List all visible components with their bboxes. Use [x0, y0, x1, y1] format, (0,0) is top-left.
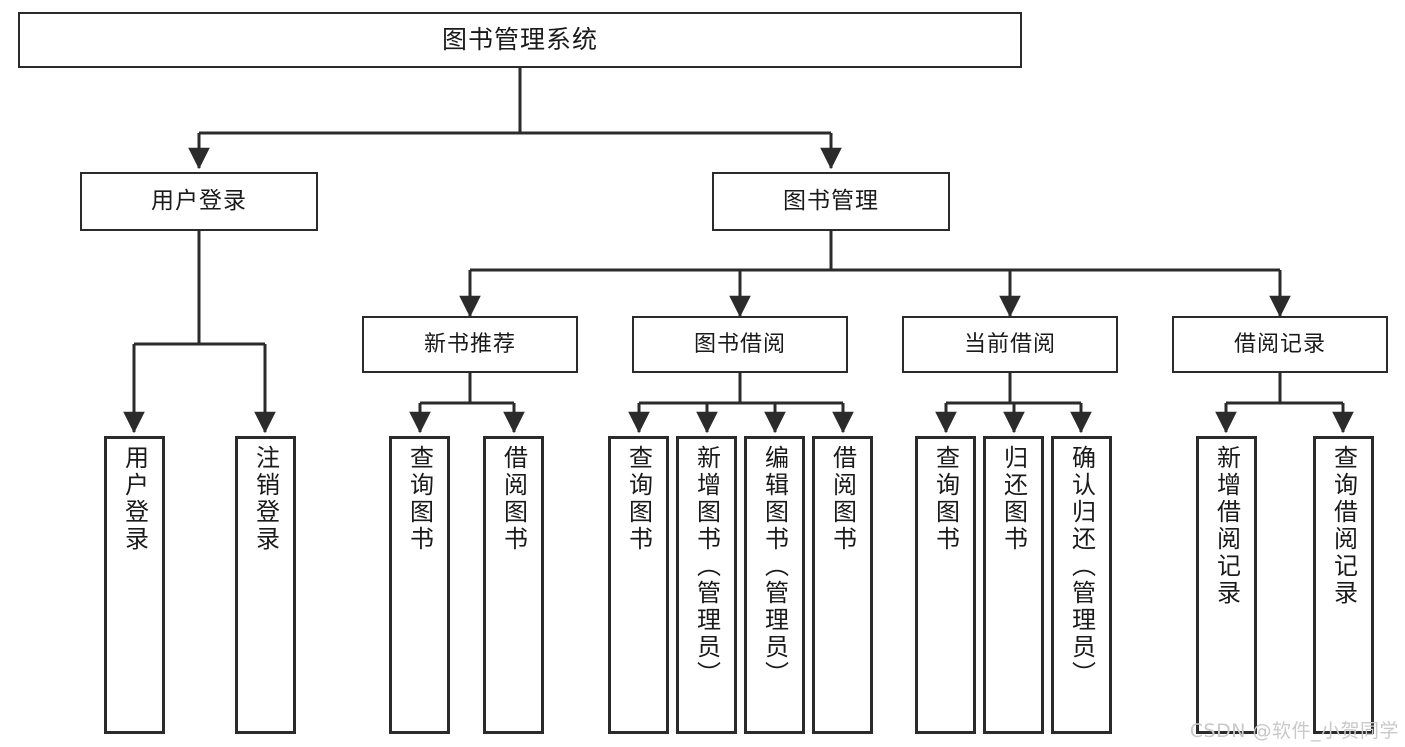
- node-current-borrow-label: 当前借阅: [963, 331, 1056, 357]
- node-new-book-recommend[interactable]: 新书推荐: [362, 316, 578, 373]
- leaf-book-borrow-0[interactable]: 查询图书: [608, 436, 669, 734]
- node-borrow-record-label: 借阅记录: [1233, 331, 1326, 357]
- leaf-user-login-0-label: 用户登录: [120, 445, 149, 553]
- node-book-borrow[interactable]: 图书借阅: [632, 316, 848, 373]
- csdn-watermark: CSDN @软件_小贺同学: [1189, 720, 1399, 742]
- leaf-book-borrow-2[interactable]: 编辑图书（管理员）: [744, 436, 805, 734]
- leaf-current-borrow-1-label: 归还图书: [999, 445, 1028, 553]
- leaf-current-borrow-1[interactable]: 归还图书: [983, 436, 1044, 734]
- leaf-user-login-1[interactable]: 注销登录: [235, 436, 296, 734]
- node-root[interactable]: 图书管理系统: [18, 12, 1022, 68]
- node-book-borrow-label: 图书借阅: [693, 331, 786, 357]
- leaf-user-login-1-label: 注销登录: [251, 445, 280, 553]
- leaf-borrow-record-0[interactable]: 新增借阅记录: [1196, 436, 1257, 734]
- leaf-book-borrow-2-label: 编辑图书（管理员）: [760, 445, 789, 688]
- leaf-user-login-0[interactable]: 用户登录: [104, 436, 165, 734]
- node-borrow-record[interactable]: 借阅记录: [1172, 316, 1388, 373]
- leaf-current-borrow-0-label: 查询图书: [931, 445, 960, 553]
- leaf-new-book-recommend-0[interactable]: 查询图书: [389, 436, 450, 734]
- node-book-manage[interactable]: 图书管理: [712, 172, 950, 231]
- leaf-borrow-record-1-label: 查询借阅记录: [1329, 445, 1358, 607]
- leaf-borrow-record-0-label: 新增借阅记录: [1212, 445, 1241, 607]
- leaf-new-book-recommend-1-label: 借阅图书: [499, 445, 528, 553]
- leaf-new-book-recommend-1[interactable]: 借阅图书: [483, 436, 544, 734]
- leaf-book-borrow-1-label: 新增图书（管理员）: [692, 445, 721, 688]
- leaf-book-borrow-3-label: 借阅图书: [828, 445, 857, 553]
- node-root-label: 图书管理系统: [441, 25, 598, 55]
- leaf-book-borrow-1[interactable]: 新增图书（管理员）: [676, 436, 737, 734]
- node-user-login[interactable]: 用户登录: [80, 172, 318, 231]
- node-book-manage-label: 图书管理: [783, 187, 879, 214]
- node-user-login-label: 用户登录: [151, 187, 247, 214]
- leaf-book-borrow-0-label: 查询图书: [624, 445, 653, 553]
- leaf-current-borrow-0[interactable]: 查询图书: [915, 436, 976, 734]
- leaf-new-book-recommend-0-label: 查询图书: [405, 445, 434, 553]
- leaf-borrow-record-1[interactable]: 查询借阅记录: [1313, 436, 1374, 734]
- node-current-borrow[interactable]: 当前借阅: [902, 316, 1118, 373]
- leaf-book-borrow-3[interactable]: 借阅图书: [812, 436, 873, 734]
- node-new-book-recommend-label: 新书推荐: [423, 331, 516, 357]
- leaf-current-borrow-2-label: 确认归还（管理员）: [1067, 445, 1096, 688]
- leaf-current-borrow-2[interactable]: 确认归还（管理员）: [1051, 436, 1112, 734]
